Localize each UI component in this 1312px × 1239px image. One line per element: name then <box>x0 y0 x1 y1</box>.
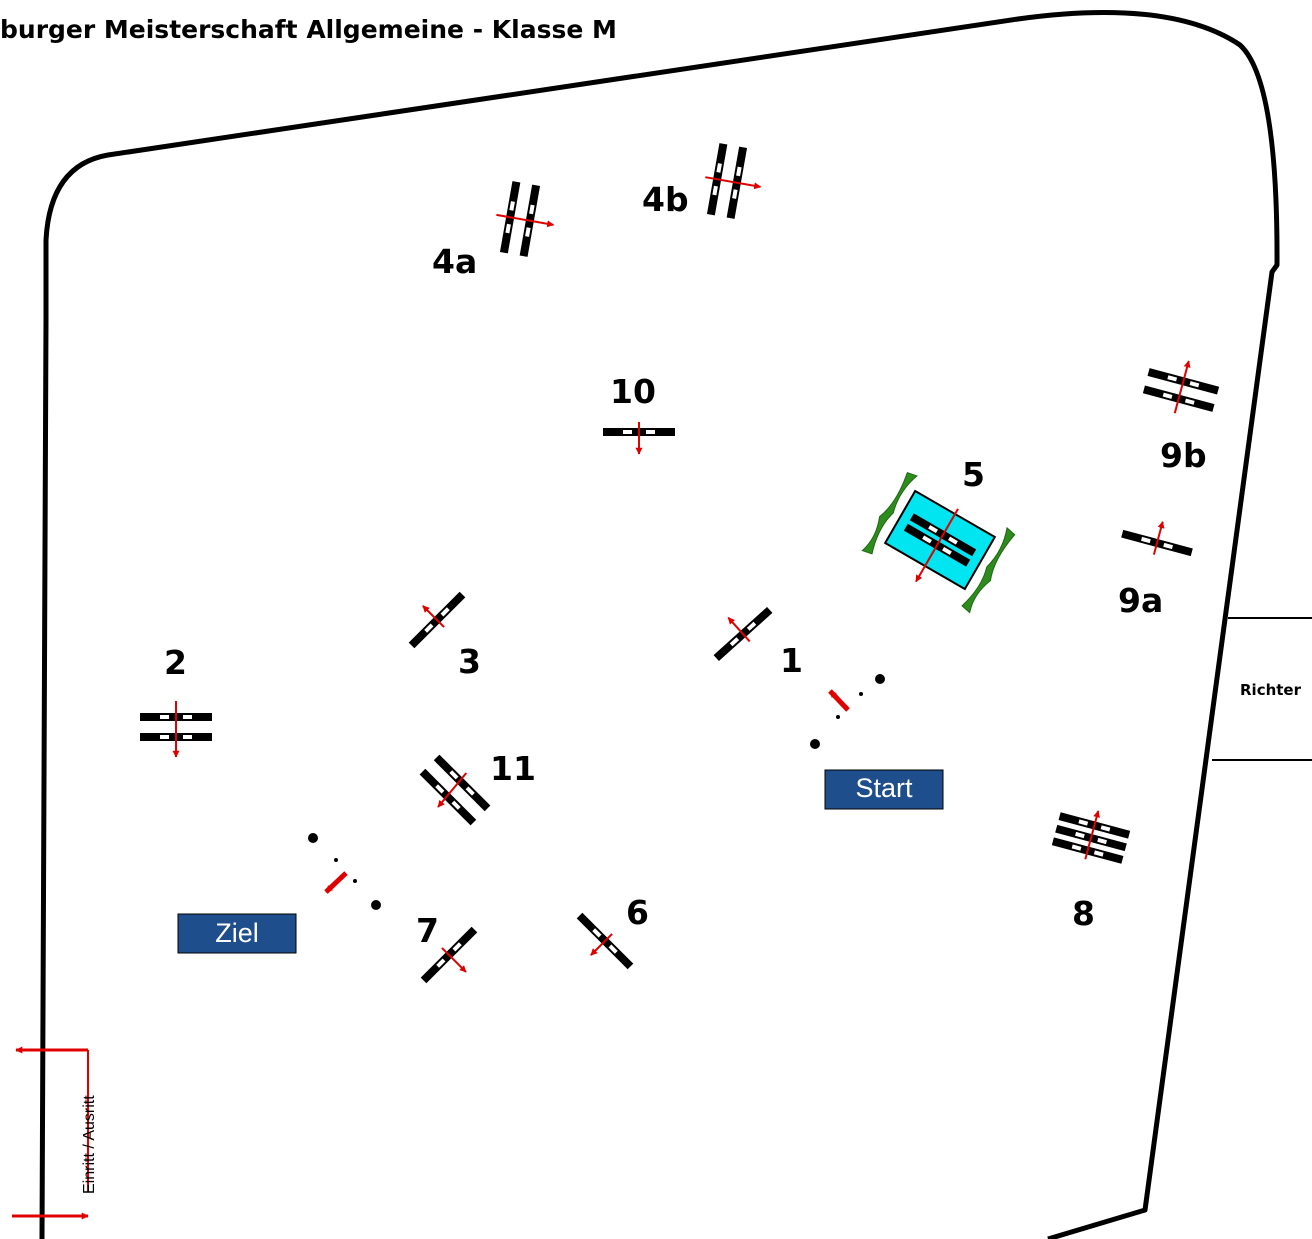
label-10: 10 <box>610 372 656 411</box>
label-5: 5 <box>962 455 985 494</box>
entrance-label: Einritt / Ausritt <box>81 1095 98 1194</box>
label-8: 8 <box>1072 894 1095 933</box>
obstacle-3 <box>408 591 466 649</box>
start-box: Start <box>824 769 944 810</box>
label-4a: 4a <box>432 242 477 281</box>
label-11: 11 <box>490 749 536 788</box>
obstacle-11 <box>419 754 491 826</box>
finish-box: Ziel <box>177 913 297 954</box>
obstacle-1 <box>713 606 773 662</box>
obstacle-4a <box>496 181 555 257</box>
label-3: 3 <box>458 642 481 681</box>
label-7: 7 <box>416 911 439 950</box>
label-2: 2 <box>164 643 187 682</box>
obstacle-10 <box>603 422 675 455</box>
finish-label: Ziel <box>215 918 259 948</box>
label-9a: 9a <box>1118 581 1163 620</box>
start-label: Start <box>855 773 913 803</box>
judge-label: Richter <box>1240 681 1302 699</box>
obstacle-6 <box>576 912 634 970</box>
finish-line <box>308 833 381 910</box>
obstacle-8 <box>1051 810 1131 864</box>
obstacle-9a <box>1121 521 1193 557</box>
obstacle-2 <box>140 701 212 758</box>
label-6: 6 <box>626 893 649 932</box>
obstacle-7 <box>420 926 478 984</box>
obstacle-9b <box>1142 360 1220 414</box>
obstacle-4b <box>705 143 762 219</box>
label-4b: 4b <box>642 180 689 219</box>
label-9b: 9b <box>1160 436 1207 475</box>
page-title: burger Meisterschaft Allgemeine - Klasse… <box>0 15 617 44</box>
start-line <box>810 674 885 749</box>
obstacle-5 <box>861 471 1016 614</box>
label-1: 1 <box>780 641 803 680</box>
arena-boundary <box>39 10 1280 1239</box>
